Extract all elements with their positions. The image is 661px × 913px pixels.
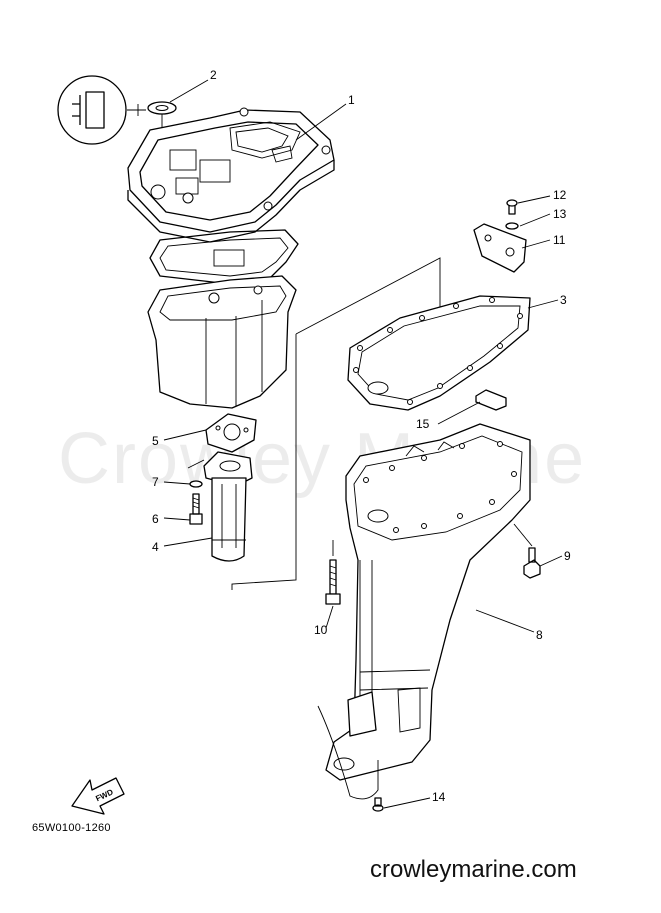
callout-11: 11 <box>553 233 566 247</box>
callout-4: 4 <box>152 540 159 554</box>
bolt-part-6 <box>189 493 203 525</box>
plate-gasket-part-5 <box>205 413 257 453</box>
upper-gasket <box>149 229 299 285</box>
fwd-arrow-icon: FWD <box>71 777 125 815</box>
clip-part-15 <box>475 389 507 411</box>
callout-3: 3 <box>560 293 567 307</box>
callout-15: 15 <box>416 417 430 431</box>
casing-gasket-part-3 <box>347 295 531 411</box>
website-url[interactable]: crowleymarine.com <box>370 856 577 883</box>
lower-casing-part-8 <box>317 423 531 800</box>
screw-part-14 <box>372 797 384 812</box>
oil-pan-body <box>147 275 297 409</box>
gasket-holes <box>353 297 523 405</box>
callout-13: 13 <box>553 207 567 221</box>
upper-casing-part-1 <box>127 107 335 243</box>
bolt-part-9 <box>513 523 541 579</box>
part-code: 65W0100-1260 <box>32 822 111 834</box>
bracket-part-11 <box>473 223 527 273</box>
callout-14: 14 <box>432 790 446 804</box>
callout-10: 10 <box>314 623 328 637</box>
callout-8: 8 <box>536 628 543 642</box>
leader-lines <box>163 79 563 809</box>
exhaust-tube-part-4 <box>203 451 253 562</box>
callout-7: 7 <box>152 475 159 489</box>
callout-2: 2 <box>210 68 217 82</box>
callout-1: 1 <box>348 93 355 107</box>
washer-part-7 <box>189 480 203 488</box>
callout-5: 5 <box>152 434 159 448</box>
screw-part-12 <box>506 199 518 215</box>
callout-12: 12 <box>553 188 567 202</box>
detail-inset <box>57 75 146 145</box>
bolt-part-10 <box>325 540 341 605</box>
washer-part-13 <box>505 222 519 230</box>
callout-9: 9 <box>564 549 571 563</box>
callout-6: 6 <box>152 512 159 526</box>
casing-holes <box>363 441 517 533</box>
